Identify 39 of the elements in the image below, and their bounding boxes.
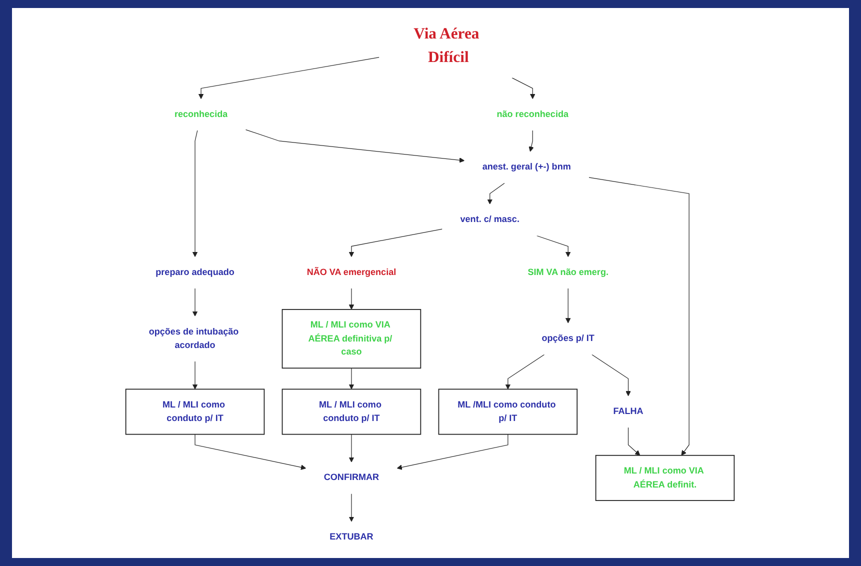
- arrow: [349, 434, 355, 462]
- node-text: Via Aérea Difícil: [414, 24, 480, 66]
- arrow: [192, 130, 198, 258]
- node-text: vent. c/ masc.: [460, 214, 520, 225]
- arrow: [349, 228, 443, 258]
- arrow: [192, 361, 198, 390]
- arrow: [589, 177, 690, 456]
- arrow: [195, 434, 307, 470]
- arrow: [349, 288, 355, 310]
- node-text: NÃO VA emergencial: [307, 267, 397, 278]
- arrow: [592, 354, 632, 396]
- node-text: anest. geral (+-) bnm: [482, 162, 572, 172]
- arrow: [566, 288, 572, 324]
- arrow: [512, 78, 536, 100]
- node-box: ML / MLI como conduto p/ IT: [126, 388, 266, 435]
- node-text: preparo adequado: [156, 267, 235, 278]
- node-text: opções p/ IT: [542, 333, 595, 344]
- arrow: [628, 427, 641, 456]
- node-box: ML / MLI como VIA AÉREA definit.: [596, 454, 736, 501]
- arrow: [506, 354, 546, 390]
- node-text: EXTUBAR: [330, 532, 374, 542]
- arrow: [246, 129, 465, 163]
- arrow: [198, 57, 380, 100]
- node-text: SIM VA não emerg.: [528, 267, 609, 278]
- arrow: [488, 182, 506, 204]
- node-text: opções de intubação acordado: [149, 326, 240, 350]
- arrow: [529, 130, 534, 152]
- node-box: ML / MLI como VIA AÉREA definitiva p/ caso: [282, 309, 422, 369]
- node-box: ML / MLI como conduto p/ IT: [282, 388, 422, 435]
- arrow: [192, 288, 198, 316]
- node-text: FALHA: [614, 406, 644, 416]
- arrow: [536, 235, 572, 258]
- node-box: ML /MLI como conduto p/ IT: [438, 388, 578, 435]
- arrow: [349, 493, 355, 522]
- arrow: [349, 368, 355, 390]
- node-text: CONFIRMAR: [324, 472, 380, 483]
- node-text: reconhecida: [174, 109, 228, 120]
- node-text: não reconhecida: [497, 109, 569, 120]
- arrow: [397, 434, 509, 470]
